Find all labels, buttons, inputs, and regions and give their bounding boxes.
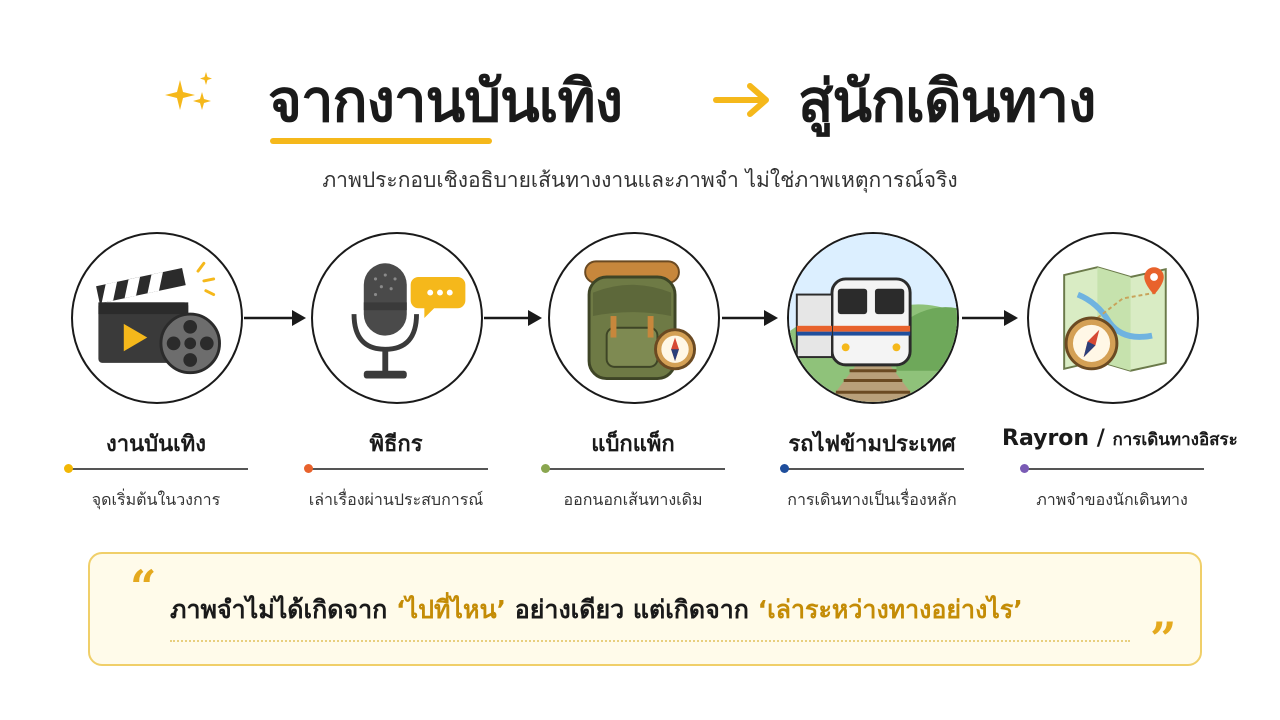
step-label: งานบันเทิง bbox=[106, 432, 206, 457]
film-clapper-icon bbox=[96, 261, 221, 375]
step-dot bbox=[780, 464, 789, 473]
arrow-right-icon bbox=[962, 310, 1018, 326]
step-divider bbox=[1022, 468, 1204, 470]
step-dot bbox=[64, 464, 73, 473]
step-dot bbox=[1020, 464, 1029, 473]
title-left: จากงานบันเทิง bbox=[268, 67, 623, 135]
step-desc: จุดเริ่มต้นในวงการ bbox=[91, 490, 221, 509]
step-circle bbox=[787, 232, 959, 404]
microphone-icon bbox=[351, 263, 466, 379]
arrow-right-icon bbox=[713, 83, 769, 117]
step-label: แบ็กแพ็ก bbox=[591, 432, 675, 457]
step-divider bbox=[306, 468, 488, 470]
title-right: สู่นักเดินทาง bbox=[798, 67, 1096, 135]
step-label: รถไฟข้ามประเทศ bbox=[788, 432, 956, 457]
sparkles-icon bbox=[165, 72, 212, 110]
title-row: จากงานบันเทิง สู่นักเดินทาง bbox=[0, 60, 1280, 150]
title-underline bbox=[270, 138, 492, 144]
quote-highlight-2: ‘เล่าระหว่างทางอย่างไร’ bbox=[757, 595, 1023, 624]
quote-part-1: ภาพจำไม่ได้เกิดจาก bbox=[170, 595, 396, 624]
dotted-divider bbox=[170, 640, 1130, 642]
step-divider bbox=[66, 468, 248, 470]
step-desc: การเดินทางเป็นเรื่องหลัก bbox=[787, 490, 957, 509]
step-label: พิธีกร bbox=[369, 432, 423, 457]
step-label-sub: การเดินทางอิสระ bbox=[1112, 430, 1238, 450]
arrow-right-icon bbox=[484, 310, 542, 326]
backpack-icon bbox=[584, 260, 697, 381]
step-desc: เล่าเรื่องผ่านประสบการณ์ bbox=[308, 490, 484, 509]
step-desc: ภาพจำของนักเดินทาง bbox=[1036, 490, 1188, 509]
arrow-right-icon bbox=[722, 310, 778, 326]
quote-highlight-1: ‘ไปที่ไหน’ bbox=[396, 595, 507, 624]
subtitle: ภาพประกอบเชิงอธิบายเส้นทางงานและภาพจำ ไม… bbox=[322, 168, 958, 192]
step-dot bbox=[541, 464, 550, 473]
step-divider bbox=[782, 468, 964, 470]
step-dot bbox=[304, 464, 313, 473]
quote-text: ภาพจำไม่ได้เกิดจาก ‘ไปที่ไหน’ อย่างเดียว… bbox=[170, 590, 1150, 630]
step-circle bbox=[1027, 232, 1199, 404]
step-label: Rayron / การเดินทางอิสระ bbox=[1002, 426, 1238, 453]
step-circle bbox=[548, 232, 720, 404]
step-desc: ออกนอกเส้นทางเดิม bbox=[563, 490, 703, 509]
open-quote-mark: “ bbox=[130, 560, 157, 614]
step-divider bbox=[543, 468, 725, 470]
quote-box: “ ภาพจำไม่ได้เกิดจาก ‘ไปที่ไหน’ อย่างเดี… bbox=[88, 552, 1202, 666]
close-quote-mark: ” bbox=[1150, 612, 1177, 666]
train-icon bbox=[789, 234, 957, 402]
step-label-main: Rayron / bbox=[1002, 426, 1105, 451]
step-circle bbox=[71, 232, 243, 404]
quote-part-2: อย่างเดียว แต่เกิดจาก bbox=[506, 595, 758, 624]
arrow-right-icon bbox=[244, 310, 306, 326]
step-circle bbox=[311, 232, 483, 404]
map-compass-icon bbox=[1063, 266, 1167, 372]
